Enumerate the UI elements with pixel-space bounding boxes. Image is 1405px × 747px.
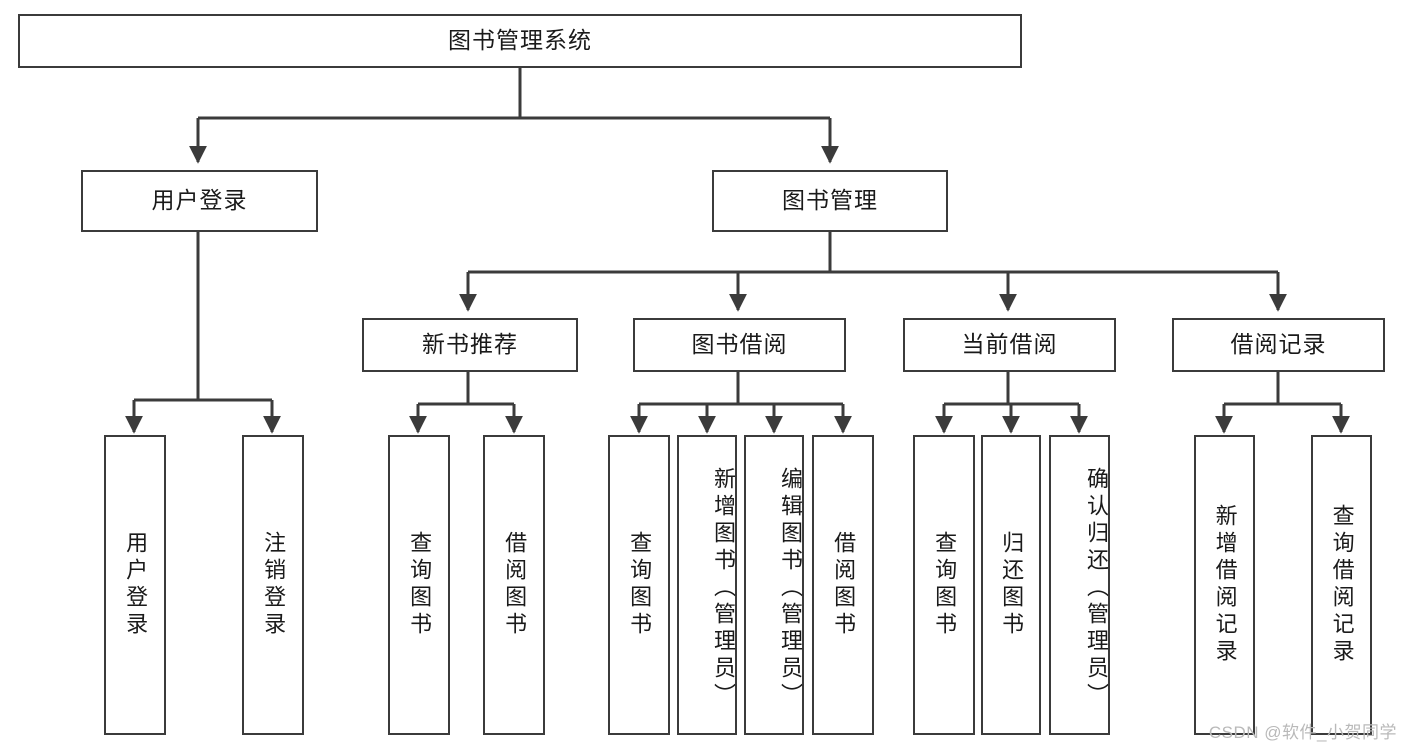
leaf-confirm-return[interactable]: 确认归还（管理员） xyxy=(1049,435,1110,735)
node-label: 借阅记录 xyxy=(1230,331,1327,358)
node-label: 查询图书 xyxy=(932,531,958,639)
node-label: 注销登录 xyxy=(261,531,287,639)
leaf-return-book[interactable]: 归还图书 xyxy=(981,435,1041,735)
node-label: 用户登录 xyxy=(151,187,248,214)
node-new-book-rec[interactable]: 新书推荐 xyxy=(362,318,578,372)
leaf-query-book-2[interactable]: 查询图书 xyxy=(608,435,670,735)
leaf-query-record[interactable]: 查询借阅记录 xyxy=(1311,435,1372,735)
leaf-add-book[interactable]: 新增图书（管理员） xyxy=(677,435,737,735)
leaf-query-book-3[interactable]: 查询图书 xyxy=(913,435,975,735)
node-label: 查询图书 xyxy=(407,531,433,639)
node-label: 用户登录 xyxy=(123,531,149,639)
leaf-user-login[interactable]: 用户登录 xyxy=(104,435,166,735)
node-book-borrow[interactable]: 图书借阅 xyxy=(633,318,846,372)
node-user-login[interactable]: 用户登录 xyxy=(81,170,318,232)
node-label: 借阅图书 xyxy=(502,531,528,639)
node-label: 查询借阅记录 xyxy=(1329,504,1355,666)
node-root-system[interactable]: 图书管理系统 xyxy=(18,14,1022,68)
node-label: 新增借阅记录 xyxy=(1212,504,1238,666)
node-label: 查询图书 xyxy=(627,531,653,639)
node-label: 图书管理系统 xyxy=(448,27,592,54)
node-label: 归还图书 xyxy=(999,531,1025,639)
node-label: 新增图书（管理员） xyxy=(711,466,736,710)
leaf-add-record[interactable]: 新增借阅记录 xyxy=(1194,435,1255,735)
leaf-borrow-book-2[interactable]: 借阅图书 xyxy=(812,435,874,735)
node-label: 图书管理 xyxy=(782,187,878,214)
leaf-query-book-1[interactable]: 查询图书 xyxy=(388,435,450,735)
node-label: 图书借阅 xyxy=(691,331,788,358)
node-label: 借阅图书 xyxy=(831,531,857,639)
node-book-manage[interactable]: 图书管理 xyxy=(712,170,948,232)
node-current-borrow[interactable]: 当前借阅 xyxy=(903,318,1116,372)
watermark-text: CSDN @软件_小贺同学 xyxy=(1208,723,1397,742)
leaf-logout-login[interactable]: 注销登录 xyxy=(242,435,304,735)
leaf-borrow-book-1[interactable]: 借阅图书 xyxy=(483,435,545,735)
node-label: 编辑图书（管理员） xyxy=(778,466,803,710)
leaf-edit-book[interactable]: 编辑图书（管理员） xyxy=(744,435,804,735)
node-borrow-record[interactable]: 借阅记录 xyxy=(1172,318,1385,372)
node-label: 确认归还（管理员） xyxy=(1084,466,1109,710)
node-label: 当前借阅 xyxy=(961,331,1058,358)
node-label: 新书推荐 xyxy=(422,331,518,358)
